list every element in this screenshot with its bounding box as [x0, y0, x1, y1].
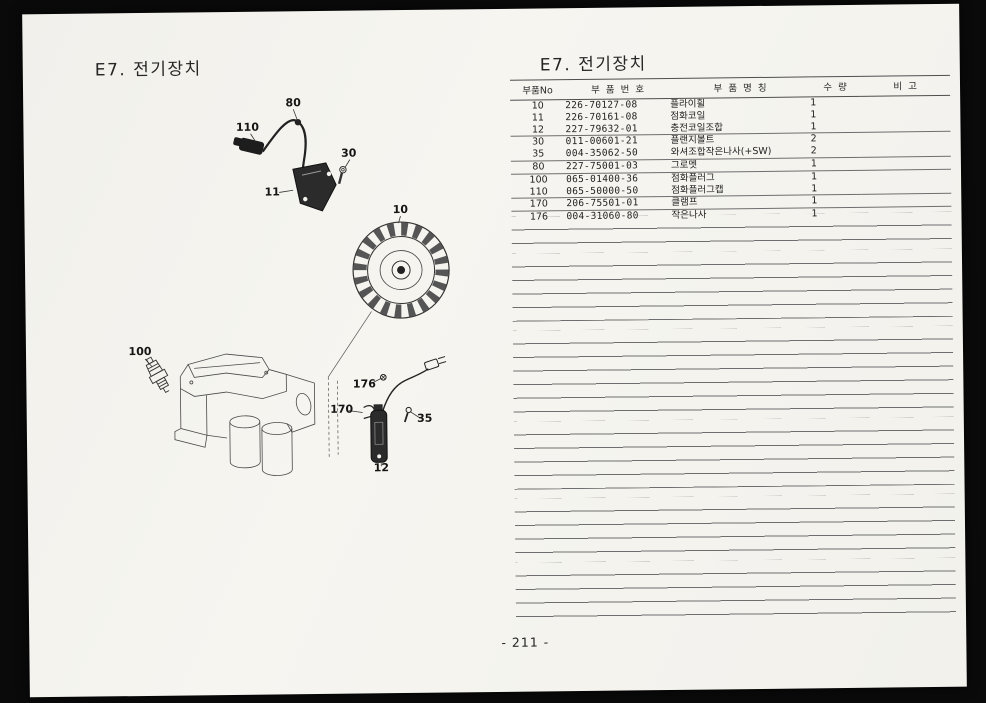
callout-grommet: 80: [285, 96, 301, 109]
grommet: [294, 119, 302, 126]
cell-note: [860, 119, 951, 133]
blank-rule-group: [514, 493, 956, 554]
cell-qty: 1: [810, 109, 817, 121]
callout-flange-bolt: 30: [341, 147, 357, 160]
cell-part-number: 065-50000-50: [566, 184, 672, 199]
cell-note: [860, 143, 951, 158]
washer-screw: [403, 406, 412, 423]
cell-part-number: 206-75501-01: [566, 196, 672, 211]
callout-ignition-coil: 11: [264, 185, 279, 198]
cell-part-no: 100: [529, 174, 548, 186]
cell-qty: 2: [810, 133, 817, 145]
cell-part-number: 011-00601-21: [565, 135, 638, 148]
header-part-name: 부 품 명 칭: [669, 76, 811, 99]
callout-washer-screw: 35: [417, 412, 432, 425]
charge-coil: [370, 404, 388, 463]
cell-note: [860, 95, 950, 108]
cell-part-number: 227-79632-01: [565, 122, 671, 137]
cell-qty: 1: [811, 194, 862, 209]
header-part-no: 부품No: [509, 79, 566, 101]
cell-part-number: 065-01400-36: [566, 173, 639, 185]
header-note: 비 고: [859, 75, 951, 97]
cell-part-no: 110: [511, 185, 567, 199]
page-number: - 211 -: [501, 634, 550, 650]
blank-rule-group: [511, 211, 952, 245]
cell-qty: 1: [810, 157, 861, 171]
cell-part-no: 30: [532, 136, 545, 148]
cell-note: [860, 156, 951, 171]
mounting-guide-lines: [327, 311, 372, 459]
cell-qty: 1: [810, 171, 818, 183]
page: E7. 전기장치 E7. 전기장치: [22, 3, 967, 698]
cell-note: [861, 132, 951, 145]
header-part-number: 부 품 번 호: [564, 78, 671, 100]
flange-bolt: [337, 166, 347, 185]
callout-flywheel: 10: [393, 203, 409, 216]
cell-qty: 1: [811, 182, 862, 196]
callout-spark-plug-cap: 110: [236, 121, 259, 134]
cell-part-no: 35: [510, 148, 566, 162]
flywheel: [352, 221, 450, 319]
blank-rule-group: [511, 248, 953, 322]
cell-part-no: 10: [531, 100, 544, 112]
callout-small-screw: 176: [353, 377, 376, 390]
blank-rule-group: [515, 557, 957, 618]
callout-leaders: [144, 109, 420, 467]
ignition-coil: [292, 162, 337, 212]
spark-plug: [145, 356, 170, 394]
cell-part-number: 004-35062-50: [565, 147, 671, 161]
blank-rule-group: [513, 416, 955, 490]
parts-table: 부품No 부 품 번 호 부 품 명 칭 수 량 비 고 10 226-7012…: [509, 75, 952, 224]
cell-part-number: 227-75001-03: [565, 159, 671, 174]
parts-diagram: 80 110 30 11 10 100 176 170 35 12: [128, 96, 450, 476]
section-title-right: E7. 전기장치: [539, 54, 647, 76]
cell-qty: 1: [810, 97, 817, 109]
header-qty: 수 량: [809, 76, 861, 97]
engine-block: [174, 353, 316, 476]
lead-wire: [379, 356, 447, 412]
small-screw: [379, 373, 387, 381]
hv-wire: [261, 119, 307, 169]
blank-rule-group: [512, 325, 954, 413]
callout-clamp: 170: [330, 403, 353, 416]
cell-part-no: 12: [510, 123, 566, 137]
cell-part-no: 11: [531, 112, 544, 124]
cell-part-number: 226-70127-08: [565, 99, 638, 112]
callout-labels: 80 110 30 11 10 100 176 170 35 12: [128, 96, 432, 474]
cell-note: [861, 193, 952, 208]
spark-plug-cap: [233, 137, 265, 155]
cell-note: [860, 108, 950, 121]
cell-qty: 1: [810, 120, 861, 134]
blank-rules-region: [511, 211, 957, 627]
cell-note: [861, 169, 951, 182]
cell-part-no: 170: [511, 198, 567, 212]
cell-part-no: 80: [510, 160, 566, 175]
callout-charge-coil: 12: [374, 461, 389, 474]
cell-qty: 2: [810, 145, 861, 158]
callout-spark-plug: 100: [128, 345, 151, 358]
cell-note: [861, 181, 952, 195]
